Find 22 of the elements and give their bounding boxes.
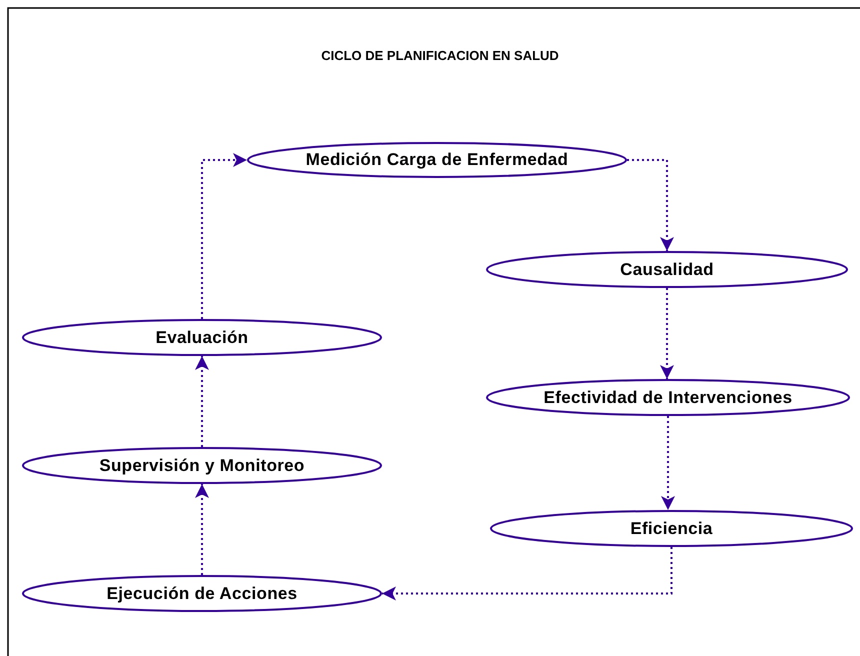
arrow	[201, 153, 247, 319]
process-ellipse	[490, 510, 853, 547]
arrow	[195, 356, 209, 447]
process-ellipse	[22, 447, 382, 484]
process-ellipse	[486, 379, 850, 416]
process-ellipse	[22, 575, 382, 612]
node-label: Efectividad de Intervenciones	[544, 388, 792, 408]
arrow	[195, 484, 209, 575]
arrow	[660, 288, 674, 379]
arrow	[661, 416, 675, 510]
node-label: Medición Carga de Enfermedad	[306, 150, 568, 170]
node-label: Ejecución de Acciones	[106, 584, 298, 604]
process-ellipse	[22, 319, 382, 356]
diagram-title: CICLO DE PLANIFICACION EN SALUD	[320, 48, 560, 63]
node-label: Supervisión y Monitoreo	[99, 456, 305, 476]
process-ellipse	[486, 251, 848, 288]
node-label: Causalidad	[620, 260, 714, 280]
arrow	[627, 159, 674, 251]
arrow	[382, 547, 672, 600]
node-label: Eficiencia	[630, 518, 713, 538]
process-ellipse	[247, 142, 627, 178]
node-label: Evaluación	[156, 328, 248, 348]
